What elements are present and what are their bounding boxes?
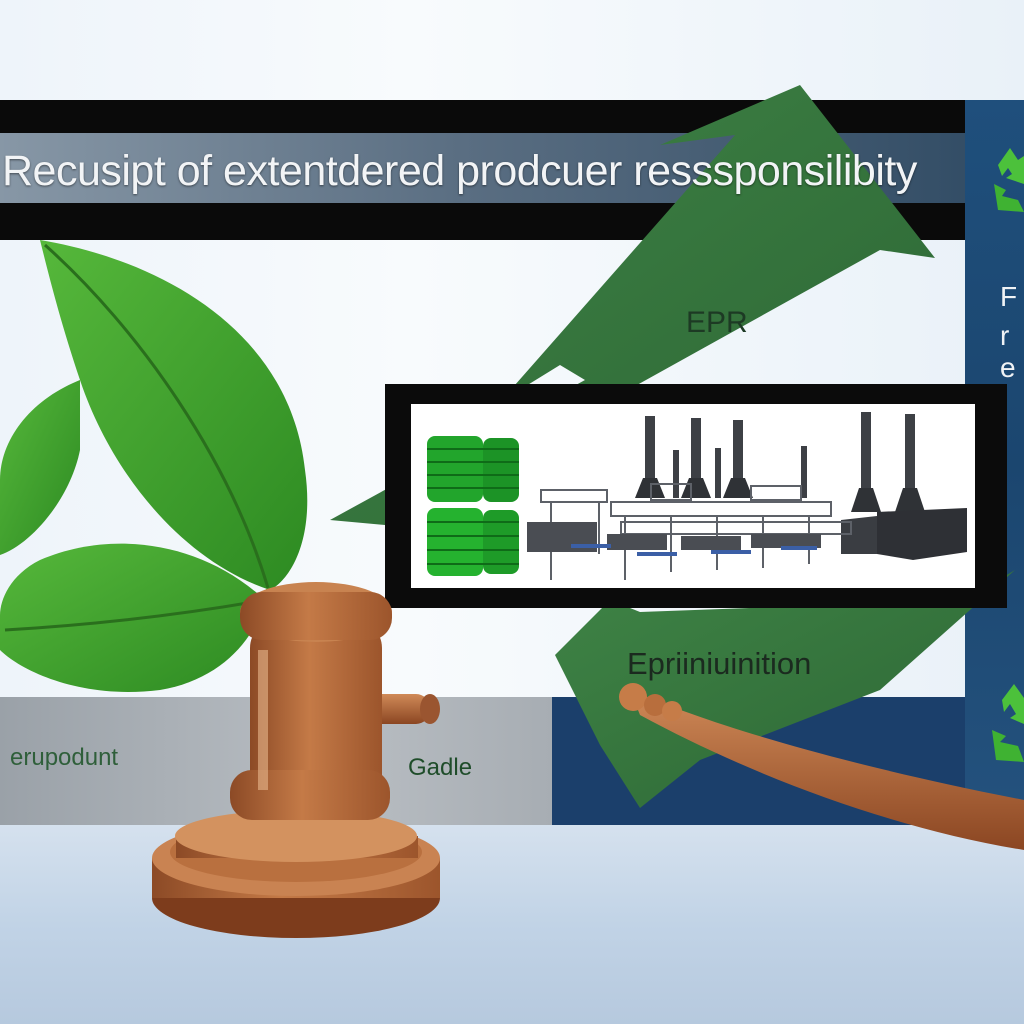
- arrow-label-epr: EPR: [686, 306, 748, 339]
- recycle-icon: [992, 684, 1024, 762]
- bottom-label-left: erupodunt: [10, 744, 119, 771]
- leaf-icon: [40, 240, 308, 590]
- pointer-handle: [619, 683, 1024, 850]
- leaf-icon: [0, 380, 80, 555]
- side-panel-text-2: r: [1000, 320, 1010, 351]
- recycle-arrow-lower: [555, 570, 1015, 808]
- side-panel-text-3: e: [1000, 352, 1016, 383]
- gavel-icon: [230, 582, 440, 820]
- leaf-icon: [0, 543, 266, 692]
- drum-icon: [427, 436, 519, 576]
- factory-icon: [427, 412, 967, 580]
- factory-photo: [411, 404, 975, 588]
- recycle-icon: [994, 148, 1024, 212]
- sound-block: [152, 810, 440, 938]
- arrow-label-definition: Epriiniuinition: [627, 646, 812, 681]
- bottom-label-right: Gadle: [408, 754, 473, 781]
- banner-title: Recusipt of extentdered prodcuer ressspo…: [2, 147, 917, 195]
- side-panel-text-1: F: [1000, 281, 1018, 312]
- recycle-arrow-upper: [330, 85, 935, 525]
